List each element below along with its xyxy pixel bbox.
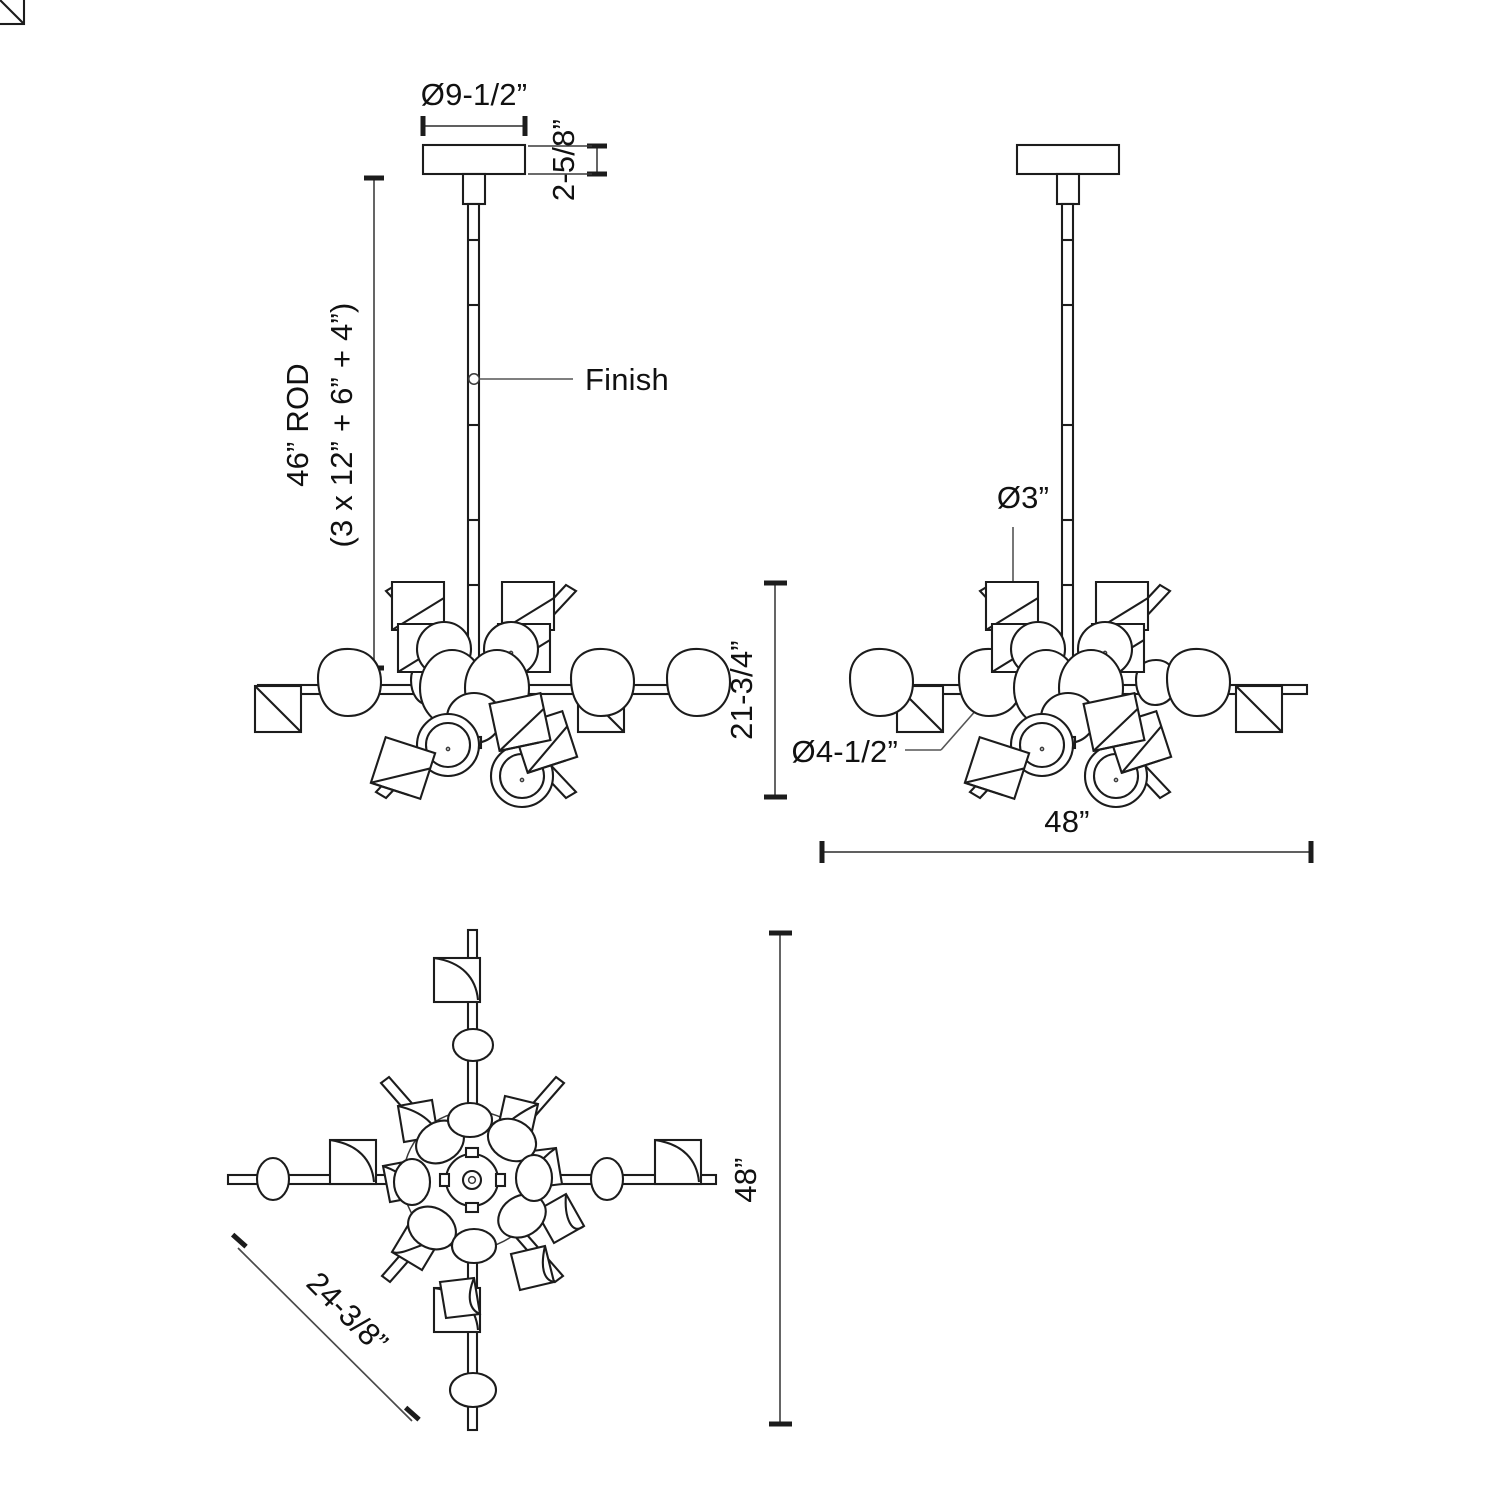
- plan-petal: [534, 1192, 586, 1245]
- canopy-diameter-label: Ø9-1/2”: [421, 77, 528, 112]
- shade-lower-right-inner-side: [1082, 692, 1146, 752]
- fixture-height-label: 21-3/4”: [724, 640, 759, 740]
- suspension-rod: [466, 202, 481, 676]
- large-shade-diameter-label: Ø4-1/2”: [792, 734, 899, 769]
- globe-right-inner: [569, 647, 636, 718]
- overall-width-dimension: [819, 841, 1314, 863]
- rod-breakdown-label: (3 x 12” + 6” + 4”): [324, 302, 359, 547]
- front-elevation-view: [0, 0, 787, 809]
- side-elevation-view: [819, 143, 1314, 863]
- plan-petal: [509, 1244, 556, 1292]
- fixture-body-side: [848, 580, 1309, 809]
- canopy-diameter-dimension: [420, 116, 528, 136]
- globe-left-outer: [316, 647, 383, 718]
- shade-lower-right-inner: [488, 692, 552, 752]
- canopy-height-dimension: [528, 143, 607, 177]
- plan-shade-top: [432, 956, 482, 1004]
- plan-shade-left: [328, 1138, 378, 1186]
- plan-globe-right: [589, 1156, 625, 1202]
- plan-petal: [438, 1276, 482, 1320]
- small-shade-diameter-label: Ø3”: [997, 480, 1049, 515]
- plan-shade-right: [653, 1138, 703, 1186]
- globe-left-outer-side: [848, 647, 915, 718]
- shade-cone-right-outer: [0, 0, 26, 26]
- canopy-height-label: 2-5/8”: [546, 119, 581, 201]
- rod-length-dimension: [364, 175, 384, 671]
- fixture-height-dimension: [764, 580, 787, 800]
- finish-callout-leader: [468, 373, 573, 385]
- overall-depth-label: 48”: [728, 1157, 763, 1202]
- rod-length-label: 46” ROD: [280, 363, 315, 487]
- plan-center-hub: [438, 1146, 507, 1214]
- plan-globe-top: [451, 1027, 495, 1063]
- shade-cone-left-outer: [253, 684, 303, 734]
- fixture-body-front: [0, 0, 732, 809]
- globe-right-outer: [665, 647, 732, 718]
- globe-lower-left-side: [1009, 712, 1075, 778]
- canopy: [421, 143, 527, 206]
- inner-span-label: 24-3/8”: [300, 1265, 395, 1360]
- plan-view: [226, 928, 792, 1432]
- finish-label: Finish: [585, 362, 669, 397]
- globe-right-outer-side: [1165, 647, 1232, 718]
- canopy-side: [1015, 143, 1121, 206]
- globe-lower-left: [415, 712, 481, 778]
- suspension-rod-side: [1060, 202, 1075, 676]
- inner-span-dimension: [230, 1232, 421, 1422]
- overall-width-label: 48”: [1044, 804, 1089, 839]
- plan-globe-bottom: [448, 1371, 498, 1409]
- plan-globe-left: [255, 1156, 291, 1202]
- plan-inner-cluster: [381, 1094, 586, 1320]
- overall-depth-dimension: [769, 930, 792, 1427]
- shade-cone-right-side: [1234, 684, 1284, 734]
